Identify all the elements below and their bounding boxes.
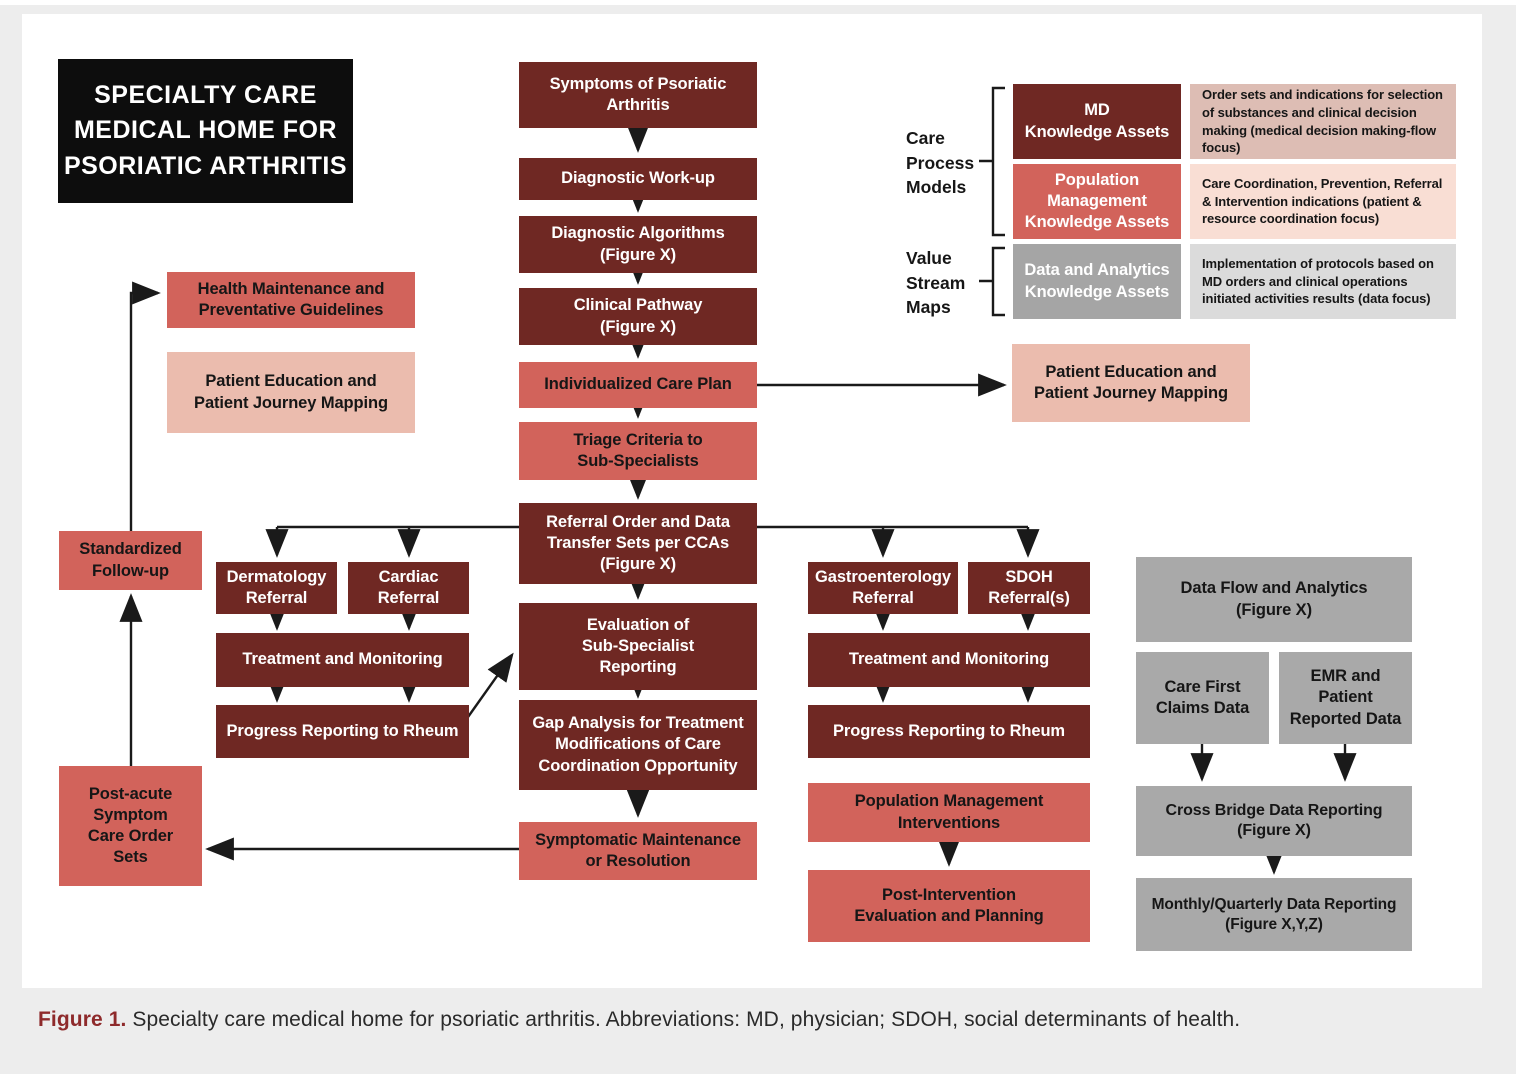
- node-dermatology-referral: Dermatology Referral: [216, 562, 337, 614]
- node-symptoms: Symptoms of Psoriatic Arthritis: [519, 62, 757, 128]
- node-progress-reporting-right: Progress Reporting to Rheum: [808, 705, 1090, 758]
- node-progress-reporting-left: Progress Reporting to Rheum: [216, 705, 469, 758]
- legend-md-knowledge-assets: MD Knowledge Assets: [1013, 84, 1181, 159]
- node-evaluation-subspecialist: Evaluation of Sub-Specialist Reporting: [519, 603, 757, 690]
- node-diagnostic-workup: Diagnostic Work-up: [519, 158, 757, 200]
- legend-data-analytics-knowledge-assets: Data and Analytics Knowledge Assets: [1013, 244, 1181, 319]
- node-sdoh-referral: SDOH Referral(s): [968, 562, 1090, 614]
- node-triage-criteria: Triage Criteria to Sub-Specialists: [519, 422, 757, 480]
- node-symptomatic-maintenance: Symptomatic Maintenance or Resolution: [519, 822, 757, 880]
- node-population-interventions: Population Management Interventions: [808, 783, 1090, 842]
- node-post-intervention: Post-Intervention Evaluation and Plannin…: [808, 870, 1090, 942]
- care-process-models-label: Care Process Models: [906, 128, 975, 197]
- node-health-maintenance: Health Maintenance and Preventative Guid…: [167, 272, 415, 328]
- node-standardized-followup: Standardized Follow-up: [59, 531, 202, 590]
- node-data-flow-analytics: Data Flow and Analytics (Figure X): [1136, 557, 1412, 642]
- node-individualized-care-plan: Individualized Care Plan: [519, 362, 757, 408]
- node-gastroenterology-referral: Gastroenterology Referral: [808, 562, 958, 614]
- node-post-acute-order-sets: Post-acute Symptom Care Order Sets: [59, 766, 202, 886]
- figure-caption-text: Specialty care medical home for psoriati…: [126, 1008, 1241, 1031]
- node-cross-bridge-reporting: Cross Bridge Data Reporting (Figure X): [1136, 786, 1412, 856]
- legend-population-description: Care Coordination, Prevention, Referral …: [1190, 164, 1456, 239]
- page-top-edge: [0, 0, 1516, 5]
- node-care-first-claims: Care First Claims Data: [1136, 652, 1269, 744]
- node-treatment-monitoring-right: Treatment and Monitoring: [808, 633, 1090, 687]
- node-cardiac-referral: Cardiac Referral: [348, 562, 469, 614]
- node-patient-education-right: Patient Education and Patient Journey Ma…: [1012, 344, 1250, 422]
- node-treatment-monitoring-left: Treatment and Monitoring: [216, 633, 469, 687]
- legend-population-knowledge-assets: Population Management Knowledge Assets: [1013, 164, 1181, 239]
- node-monthly-quarterly-reporting: Monthly/Quarterly Data Reporting (Figure…: [1136, 878, 1412, 951]
- figure-caption: Figure 1. Specialty care medical home fo…: [38, 1008, 1482, 1032]
- node-diagnostic-algorithms: Diagnostic Algorithms (Figure X): [519, 216, 757, 273]
- legend-data-analytics-description: Implementation of protocols based on MD …: [1190, 244, 1456, 319]
- node-patient-education-left: Patient Education and Patient Journey Ma…: [167, 352, 415, 433]
- node-referral-order: Referral Order and Data Transfer Sets pe…: [519, 503, 757, 584]
- legend-md-description: Order sets and indications for selection…: [1190, 84, 1456, 159]
- node-clinical-pathway: Clinical Pathway (Figure X): [519, 288, 757, 345]
- figure-caption-label: Figure 1.: [38, 1008, 127, 1031]
- value-stream-maps-label: Value Stream Maps: [906, 248, 966, 317]
- node-emr-patient-data: EMR and Patient Reported Data: [1279, 652, 1412, 744]
- figure-title-box: SPECIALTY CARE MEDICAL HOME FOR PSORIATI…: [58, 59, 353, 203]
- node-gap-analysis: Gap Analysis for Treatment Modifications…: [519, 700, 757, 790]
